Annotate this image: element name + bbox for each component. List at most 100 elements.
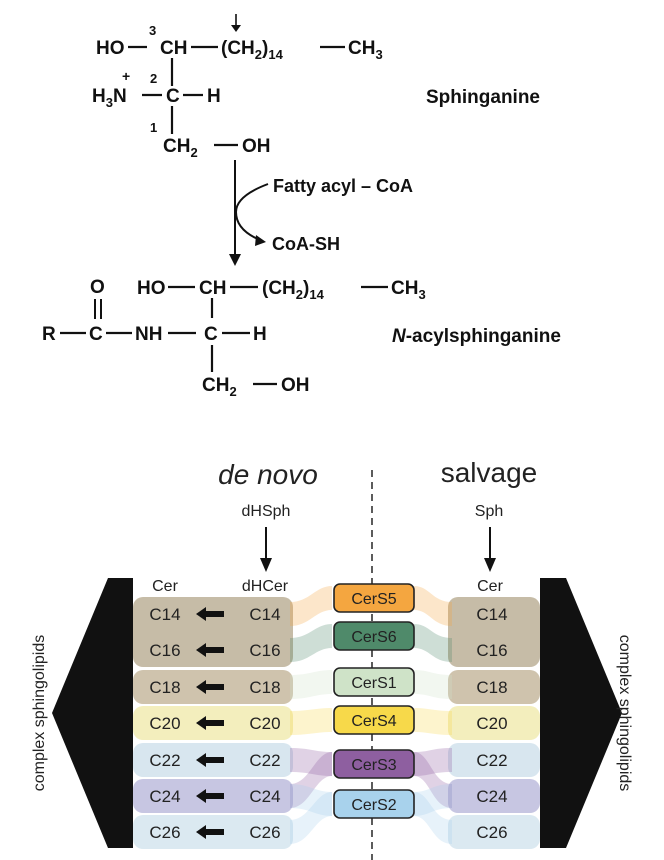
cer-chain-left: C26 [149,823,180,842]
carbon-number-3: 3 [149,23,156,38]
synthase-connectors [290,586,452,844]
synthase-label: CerS5 [351,591,396,608]
cer-chain-right: C24 [476,787,507,806]
product-c: C [89,324,103,345]
conversion-arrow [196,643,224,657]
reaction-scheme: HO 3 CH (CH2)14 CH3 H3N + 2 C H 1 CH2 OH… [42,14,561,399]
product-r: R [42,324,56,345]
cer-chain-left: C18 [149,678,180,697]
synthase-box-cers1 [333,667,415,697]
dhcer-chain: C14 [249,605,280,624]
sphinganine-ch3: CH3 [348,38,383,62]
conversion-arrow [196,753,224,767]
conversion-arrow [196,789,224,803]
connector-right [414,784,452,816]
product-c2: C [204,324,218,345]
connector-right [414,708,452,735]
sphinganine-h: H [207,86,221,107]
sphinganine-oh: OH [242,136,271,157]
conversion-arrow [196,680,224,694]
sph-label: Sph [475,503,503,520]
product-h: H [253,324,267,345]
carbon-number-2: 2 [150,71,157,86]
synthase-box-cers3 [333,749,415,779]
side-arrow [234,183,269,241]
salvage-title: salvage [441,457,538,488]
complex-sphingolipids-left: complex sphingolipids [31,635,48,792]
right-band-c22 [448,743,540,777]
conversion-arrow [196,716,224,730]
dhcer-chain: C24 [249,787,280,806]
product-o: O [90,277,105,298]
charge-plus: + [122,68,130,84]
sphinganine-ho: HO [96,38,125,59]
cer-chain-right: C20 [476,714,507,733]
synthase-label: CerS3 [351,757,396,774]
reaction-arrowhead [229,254,241,266]
ceramide-pathways: de novo salvage dHSph Sph Cer dHCer Cer … [31,457,633,860]
dhsph-label: dHSph [242,503,291,520]
connector-left [290,586,332,626]
sphinganine-label: Sphinganine [426,87,540,108]
synthase-label: CerS1 [351,675,396,692]
connector-right [414,586,452,626]
cer-chain-left: C22 [149,751,180,770]
connector-left [290,748,332,776]
cer-chain-right: C26 [476,823,507,842]
side-arrowhead [255,235,266,246]
conversion-arrow [196,607,224,621]
left-big-arrow [52,578,133,848]
product-chain: (CH2)14 [262,278,325,302]
conversion-arrow [196,825,224,839]
connector-right [414,624,452,662]
fatty-acyl-coa-label: Fatty acyl – CoA [273,176,413,196]
cer-chain-left: C14 [149,605,180,624]
dhcer-chain: C26 [249,823,280,842]
dhcer-chain: C18 [249,678,280,697]
right-band-c26 [448,815,540,849]
right-band-c14-c16 [448,597,540,667]
carbon-number-1: 1 [150,120,157,135]
right-big-arrow [540,578,622,848]
synthase-box-cers6 [333,621,415,651]
right-band-c18 [448,670,540,704]
connector-right [414,748,452,776]
product-nh: NH [135,324,162,345]
dhcer-chain: C20 [249,714,280,733]
connector-left [290,708,332,735]
sphinganine-chain: (CH2)14 [221,38,284,62]
connector-right [414,670,452,699]
product-label: N-acylsphinganine [392,326,561,347]
de-novo-title: de novo [218,459,318,490]
connector-right [414,792,452,844]
product-ch: CH [199,278,226,299]
connector-left [290,752,332,808]
synthase-box-cers2 [333,789,415,819]
cer-header-left: Cer [152,578,178,595]
sph-arrowhead [484,558,496,572]
right-band-c24 [448,779,540,813]
complex-sphingolipids-right: complex sphingolipids [616,635,633,792]
sphinganine-h3n: H3N [92,86,127,110]
product-ho: HO [137,278,166,299]
cer-chain-left: C20 [149,714,180,733]
cer-chain-right: C16 [476,641,507,660]
dhcer-chain: C16 [249,641,280,660]
synthase-label: CerS4 [351,713,396,730]
connector-left [290,784,332,816]
connector-left [290,670,332,699]
sphinganine-ch: CH [160,38,187,59]
sphinganine-ch2: CH2 [163,136,198,160]
connector-left [290,624,332,662]
cleavage-arrowhead [231,25,241,32]
synthase-label: CerS2 [351,797,396,814]
synthase-box-cers4 [333,705,415,735]
right-band-c20 [448,706,540,740]
cer-chain-right: C14 [476,605,507,624]
product-oh: OH [281,375,310,396]
coa-sh-label: CoA-SH [272,234,340,254]
connector-right [414,752,452,808]
